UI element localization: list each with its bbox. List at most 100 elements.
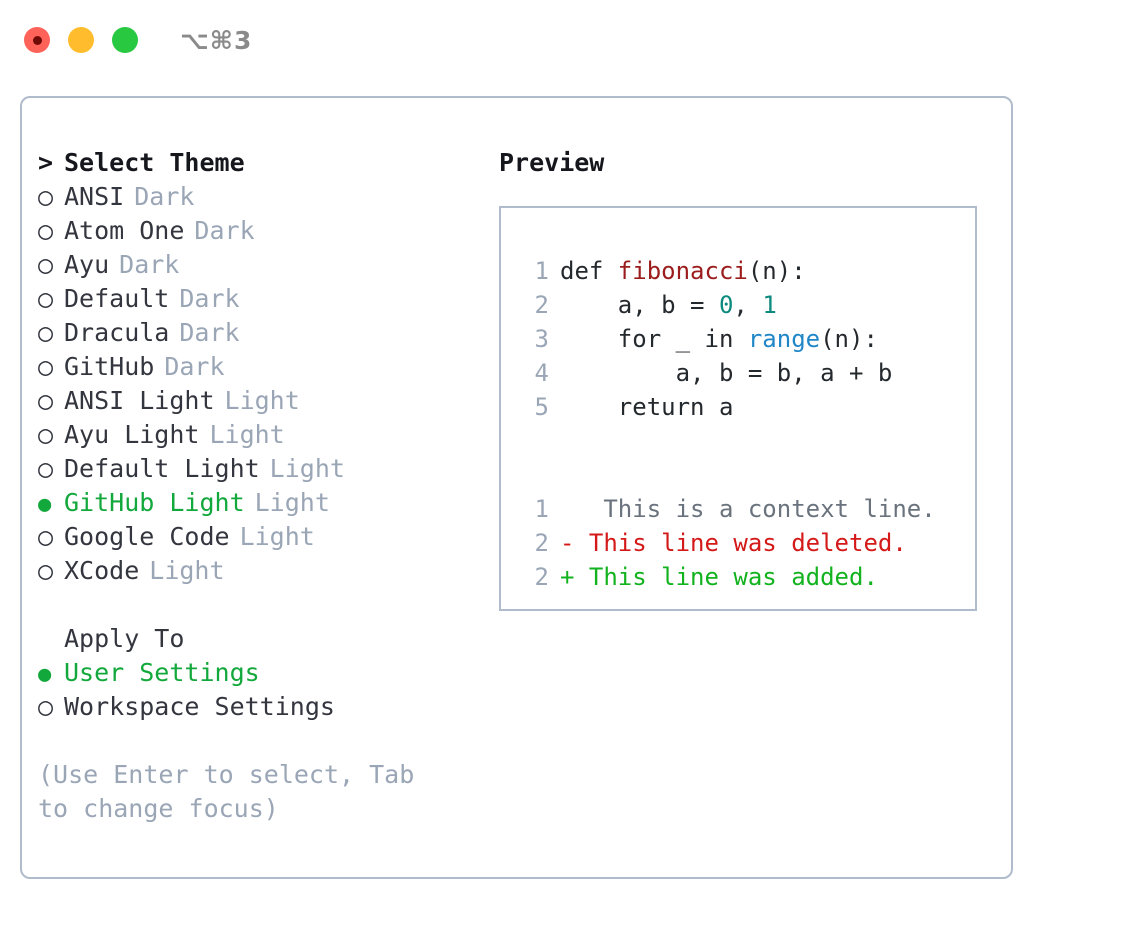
diff-marker: +: [560, 563, 575, 591]
radio-unselected-icon[interactable]: ○: [38, 250, 54, 279]
line-number: 4: [534, 359, 549, 387]
radio-unselected-icon[interactable]: ○: [38, 692, 54, 721]
apply-to-option-workspace-settings[interactable]: ○Workspace Settings: [38, 690, 468, 724]
code-token: def: [560, 257, 618, 285]
maximize-button-icon[interactable]: [112, 27, 138, 53]
theme-option-label: Default: [64, 284, 170, 313]
theme-option-atom-one[interactable]: ○ Atom One Dark: [38, 214, 468, 248]
radio-unselected-icon[interactable]: ○: [38, 352, 54, 381]
code-blank-line: [521, 458, 975, 492]
theme-option-label: Dracula: [64, 318, 170, 347]
code-token: for _ in: [560, 325, 748, 353]
theme-option-label: ANSI Light: [64, 386, 215, 415]
code-blank-line: [521, 424, 975, 458]
line-number: 1: [534, 257, 549, 285]
radio-selected-icon[interactable]: ●: [38, 662, 52, 687]
theme-option-ayu-light[interactable]: ○ Ayu Light Light: [38, 418, 468, 452]
theme-option-tag: Dark: [134, 182, 195, 211]
code-token: a, b =: [560, 291, 719, 319]
theme-option-label: Ayu Light: [64, 420, 200, 449]
diff-sample: 1 This is a context line. 2- This line w…: [521, 492, 975, 594]
theme-option-label: GitHub Light: [64, 488, 245, 517]
theme-list-heading-label: Select Theme: [64, 148, 245, 177]
radio-unselected-icon[interactable]: ○: [38, 420, 54, 449]
apply-to-heading: Apply To: [64, 624, 185, 653]
theme-option-tag: Dark: [194, 216, 255, 245]
line-number: 2: [534, 563, 549, 591]
code-token: (n):: [747, 257, 806, 285]
traffic-light-buttons: [24, 27, 138, 53]
code-line: 5 return a: [521, 390, 975, 424]
list-spacer: [38, 588, 468, 622]
code-line: 2 a, b = 0, 1: [521, 288, 975, 322]
apply-to-option-label: User Settings: [64, 658, 260, 687]
theme-option-label: GitHub: [64, 352, 155, 381]
line-number: 5: [534, 393, 549, 421]
line-number: 1: [534, 495, 549, 523]
diff-marker: -: [560, 529, 575, 557]
theme-option-label: XCode: [64, 556, 140, 585]
theme-option-tag: Dark: [119, 250, 180, 279]
code-line: 4 a, b = b, a + b: [521, 356, 975, 390]
theme-option-tag: Dark: [179, 318, 240, 347]
theme-option-ansi-light[interactable]: ○ ANSI Light Light: [38, 384, 468, 418]
line-number: 2: [534, 291, 549, 319]
code-token-number: 1: [762, 291, 777, 319]
theme-option-label: ANSI: [64, 182, 125, 211]
diff-line-deleted: 2- This line was deleted.: [521, 526, 975, 560]
keyboard-shortcut-label: ⌥⌘3: [180, 25, 253, 55]
diff-text: This is a context line.: [574, 495, 936, 523]
close-button-icon[interactable]: [24, 27, 50, 53]
theme-option-label: Atom One: [64, 216, 185, 245]
minimize-button-icon[interactable]: [68, 27, 94, 53]
diff-line-added: 2 + This line was added.: [521, 560, 975, 594]
theme-option-ansi[interactable]: ○ ANSI Dark: [38, 180, 468, 214]
preview-heading: Preview: [499, 148, 605, 177]
line-number: 2: [534, 529, 549, 557]
diff-marker: [560, 492, 574, 526]
radio-unselected-icon[interactable]: ○: [38, 522, 54, 551]
radio-unselected-icon[interactable]: ○: [38, 182, 54, 211]
code-token: return a: [560, 393, 734, 421]
radio-unselected-icon[interactable]: ○: [38, 318, 54, 347]
code-token: (n):: [820, 325, 878, 353]
radio-unselected-icon[interactable]: ○: [38, 386, 54, 415]
theme-option-github-light[interactable]: ● GitHub Light Light: [38, 486, 468, 520]
theme-option-label: Default Light: [64, 454, 260, 483]
apply-to-options: ● User Settings ○Workspace Settings: [38, 656, 468, 724]
theme-list-heading: > Select Theme: [38, 146, 468, 180]
theme-option-tag: Dark: [179, 284, 240, 313]
code-token: a, b = b, a + b: [560, 359, 893, 387]
code-token-number: 0: [718, 291, 734, 319]
keyboard-hint-text: (Use Enter to select, Tab to change focu…: [38, 760, 430, 823]
theme-option-tag: Light: [224, 386, 300, 415]
title-bar: ⌥⌘3: [0, 0, 1140, 80]
theme-option-dracula[interactable]: ○ Dracula Dark: [38, 316, 468, 350]
line-number: 3: [534, 325, 549, 353]
theme-option-label: Google Code: [64, 522, 230, 551]
theme-option-tag: Light: [254, 488, 330, 517]
radio-selected-icon[interactable]: ●: [38, 492, 52, 517]
diff-text: This line was added.: [574, 563, 878, 591]
radio-unselected-icon[interactable]: ○: [38, 556, 54, 585]
caret-icon: >: [38, 148, 54, 177]
radio-unselected-icon[interactable]: ○: [38, 284, 54, 313]
apply-to-option-user-settings[interactable]: ● User Settings: [38, 656, 468, 690]
theme-option-tag: Light: [209, 420, 285, 449]
radio-unselected-icon[interactable]: ○: [38, 454, 54, 483]
theme-option-default[interactable]: ○ Default Dark: [38, 282, 468, 316]
radio-unselected-icon[interactable]: ○: [38, 216, 54, 245]
code-line: 3 for _ in range(n):: [521, 322, 975, 356]
